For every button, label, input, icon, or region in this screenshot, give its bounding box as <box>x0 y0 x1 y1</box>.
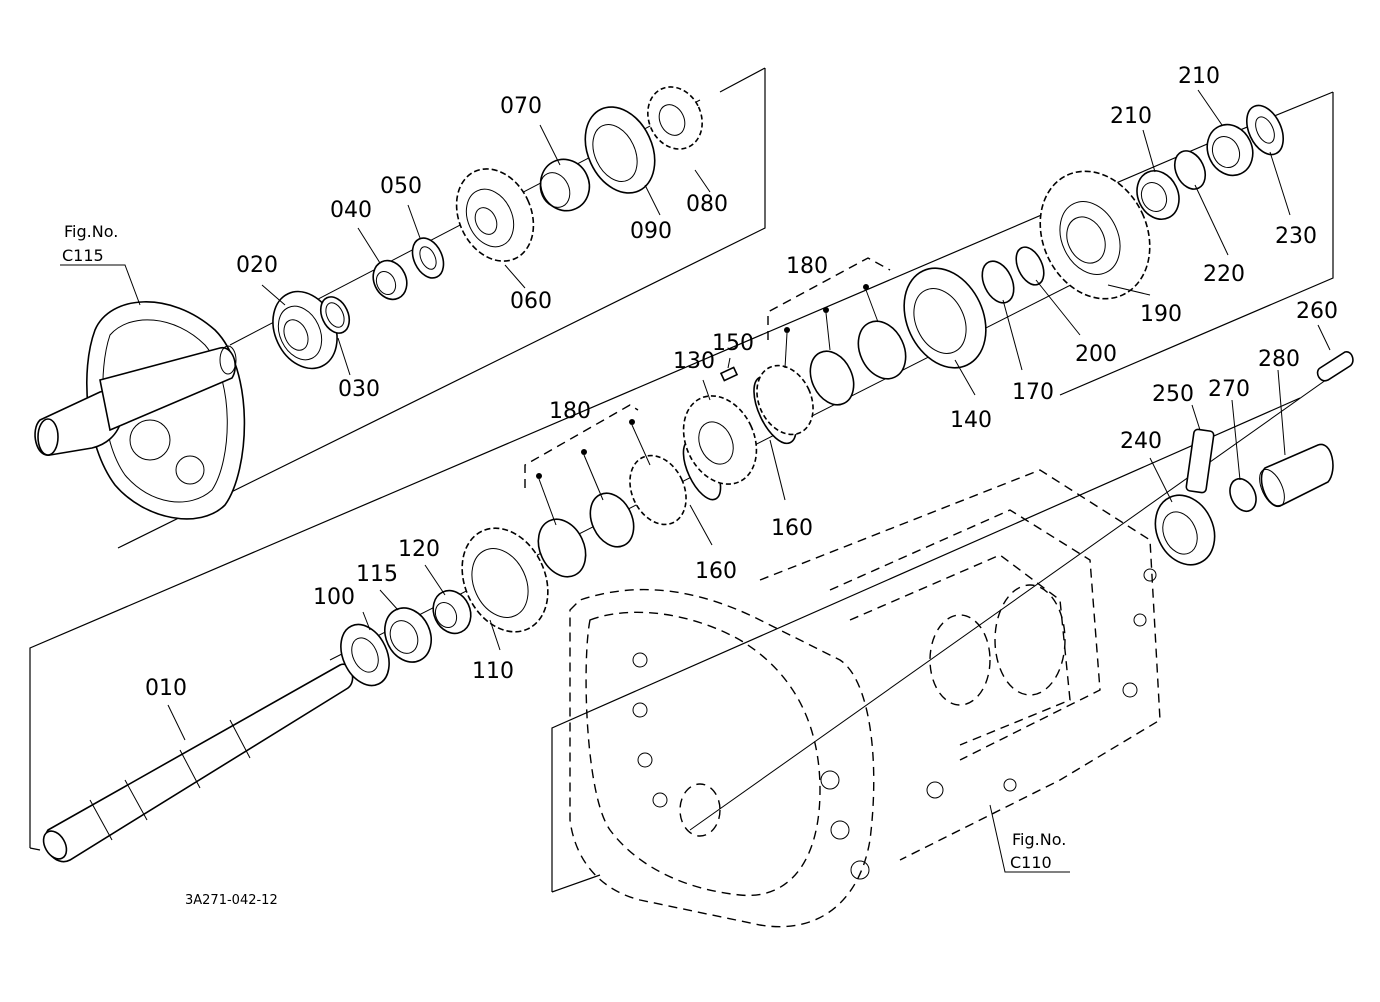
callout-060: 060 <box>510 289 552 314</box>
upper-group-frame <box>117 67 766 549</box>
bracket-180-right <box>767 257 891 340</box>
callout-115: 115 <box>356 562 398 587</box>
bearing-090-part <box>584 106 656 194</box>
callout-100: 100 <box>313 585 355 610</box>
callout-030: 030 <box>338 377 380 402</box>
callout-190: 190 <box>1140 302 1182 327</box>
snap-ring-030-part <box>319 296 351 334</box>
callout-050: 050 <box>380 174 422 199</box>
callout-070: 070 <box>500 94 542 119</box>
callout-labels: 010 020 030 040 050 060 070 080 090 100 … <box>145 64 1338 701</box>
fig-ref-upper-prefix: Fig.No. <box>64 222 118 241</box>
hub-130-part <box>682 395 758 485</box>
transmission-housing-part <box>569 469 1161 928</box>
sleeve-070-part <box>539 158 591 212</box>
callout-010: 010 <box>145 676 187 701</box>
gear-080-part <box>647 86 703 150</box>
callout-210-upper: 210 <box>1178 64 1220 89</box>
callout-110: 110 <box>472 659 514 684</box>
washer-050-part <box>411 237 445 279</box>
gear-190-part <box>1039 170 1151 300</box>
sleeve-280-part <box>1259 443 1334 508</box>
housing-group-frame <box>551 397 1301 893</box>
bearing-210-lower-part <box>1136 170 1180 220</box>
synchro-set-180-right-part <box>756 284 907 436</box>
bearing-210-upper-part <box>1206 123 1254 177</box>
plate-250-part <box>1185 428 1215 494</box>
fig-ref-upper[interactable]: Fig.No. C115 <box>62 222 118 265</box>
snap-ring-270-part <box>1229 477 1257 513</box>
fig-ref-lower[interactable]: Fig.No. C110 <box>1010 830 1066 872</box>
gear-060-part <box>455 168 535 262</box>
callout-090: 090 <box>630 219 672 244</box>
washer-220-part <box>1173 150 1207 190</box>
thrust-washer-100-part <box>340 623 390 687</box>
callout-230: 230 <box>1275 224 1317 249</box>
callout-250: 250 <box>1152 382 1194 407</box>
lower-shaft-axis <box>689 369 1341 831</box>
fig-ref-lower-prefix: Fig.No. <box>1012 830 1066 849</box>
callout-150: 150 <box>712 331 754 356</box>
snap-ring-200-part <box>1015 246 1045 286</box>
callout-260: 260 <box>1296 299 1338 324</box>
callout-240: 240 <box>1120 429 1162 454</box>
callout-200: 200 <box>1075 342 1117 367</box>
needle-bearing-115-part <box>384 607 432 663</box>
callout-220: 220 <box>1203 262 1245 287</box>
bracket-180-left <box>524 404 639 488</box>
fig-ref-upper-underline <box>60 264 141 306</box>
collar-230-part <box>1246 104 1284 156</box>
fig-ref-lower-underline <box>989 804 1070 873</box>
callout-170: 170 <box>1012 380 1054 405</box>
sleeve-140-part <box>903 267 987 369</box>
callout-160-left: 160 <box>695 559 737 584</box>
flange-housing-part <box>34 301 246 520</box>
callout-180-left: 180 <box>549 399 591 424</box>
synchro-set-180-left-part <box>536 419 687 578</box>
plug-260-part <box>1316 351 1354 382</box>
shaft-010-part <box>42 663 354 863</box>
fig-ref-lower-number[interactable]: C110 <box>1010 853 1052 872</box>
callout-080: 080 <box>686 192 728 217</box>
callout-040: 040 <box>330 198 372 223</box>
snap-ring-170-part <box>981 260 1015 304</box>
collar-040-part <box>372 259 408 301</box>
key-150-part <box>719 366 739 382</box>
fig-ref-upper-number[interactable]: C115 <box>62 246 104 265</box>
callout-020: 020 <box>236 253 278 278</box>
callout-130: 130 <box>673 349 715 374</box>
callout-180-right: 180 <box>786 254 828 279</box>
callout-280: 280 <box>1258 347 1300 372</box>
leader-lines <box>167 89 1331 741</box>
drawing-code: 3A271-042-12 <box>185 893 278 908</box>
bearing-240-part <box>1154 494 1216 566</box>
callout-140: 140 <box>950 408 992 433</box>
gear-110-part <box>461 527 549 633</box>
callout-270: 270 <box>1208 377 1250 402</box>
callout-210-lower: 210 <box>1110 104 1152 129</box>
callout-120: 120 <box>398 537 440 562</box>
callout-160-right: 160 <box>771 516 813 541</box>
